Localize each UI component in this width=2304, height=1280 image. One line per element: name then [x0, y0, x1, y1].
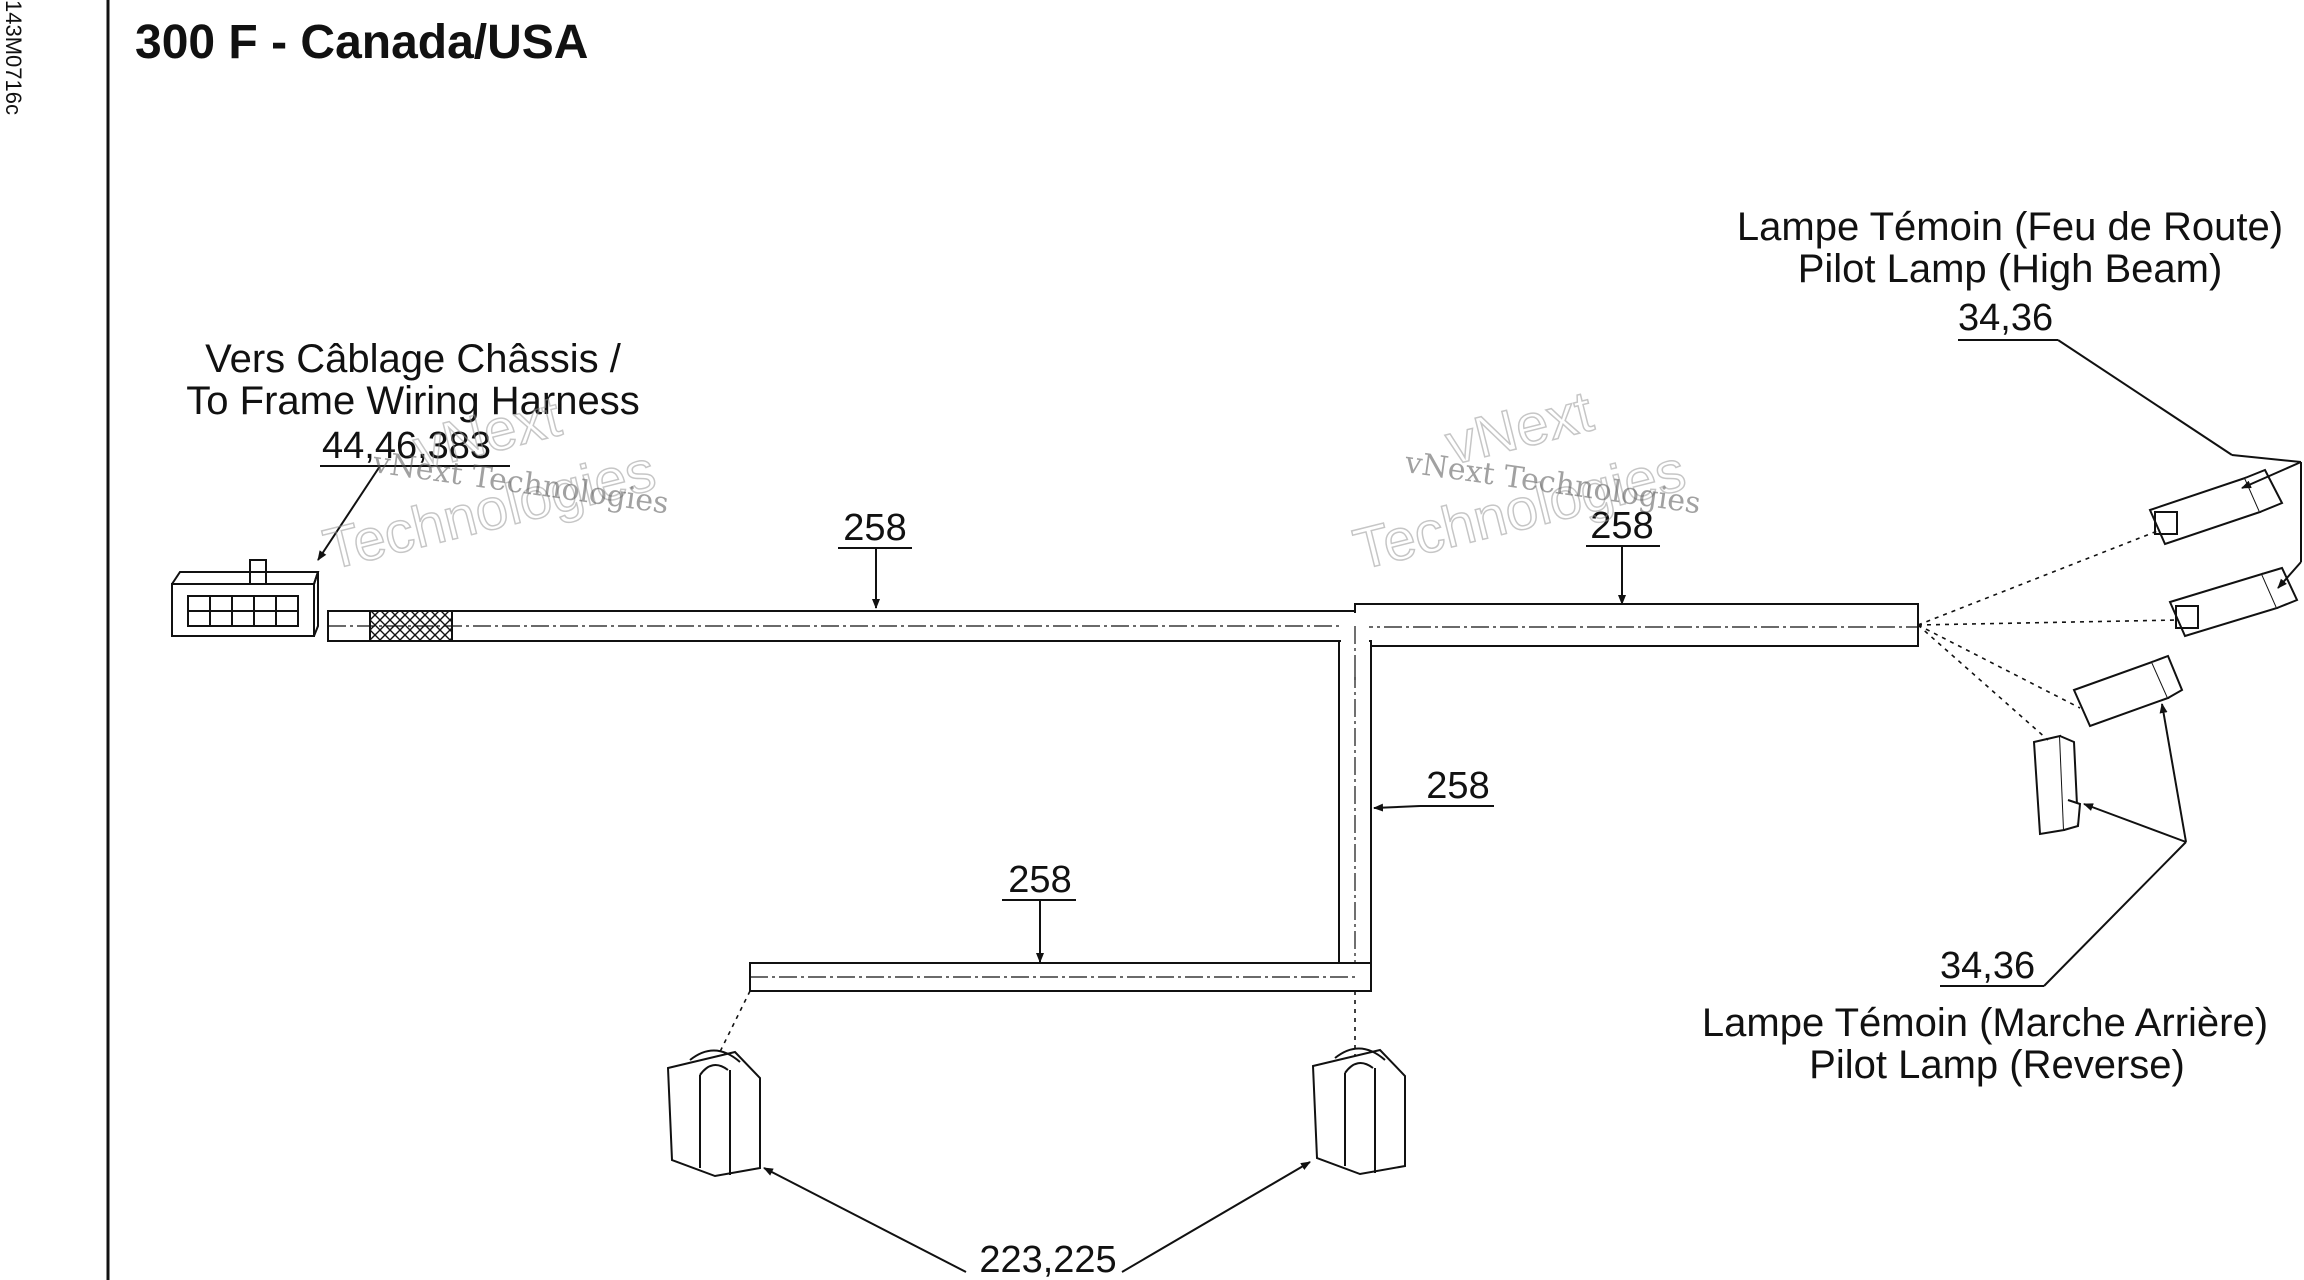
frame-harness-refs: 44,46,383 — [322, 425, 491, 467]
callout-reverse: 34,36 Lampe Témoin (Marche Arrière) Pilo… — [1702, 703, 2268, 1087]
page-title: 300 F - Canada/USA — [135, 16, 588, 69]
wire-ref-lower: 258 — [1002, 859, 1076, 963]
high-beam-label-en: Pilot Lamp (High Beam) — [1798, 247, 2223, 291]
callout-bottom-connectors: 223,225 — [763, 1161, 1311, 1280]
callout-high-beam: Lampe Témoin (Feu de Route) Pilot Lamp (… — [1737, 205, 2302, 589]
high-beam-connector-2 — [2168, 566, 2299, 638]
bottom-connectors-refs: 223,225 — [979, 1239, 1116, 1280]
wire-ref-main-right: 258 — [1586, 505, 1660, 605]
frame-harness-label-fr: Vers Câblage Châssis / — [205, 337, 622, 381]
high-beam-refs: 34,36 — [1958, 297, 2053, 339]
high-beam-connector-1 — [2148, 468, 2284, 546]
reverse-label-fr: Lampe Témoin (Marche Arrière) — [1702, 1001, 2268, 1045]
braided-sleeve — [369, 610, 453, 642]
svg-text:258: 258 — [843, 507, 906, 549]
callout-frame-harness: Vers Câblage Châssis / To Frame Wiring H… — [186, 337, 640, 561]
bottom-connector-left — [666, 1049, 761, 1178]
reverse-label-en: Pilot Lamp (Reverse) — [1809, 1043, 2185, 1087]
wire-ref-main-left: 258 — [838, 507, 912, 609]
wire-ref-vertical: 258 — [1373, 765, 1494, 812]
high-beam-label-fr: Lampe Témoin (Feu de Route) — [1737, 205, 2283, 249]
reverse-connector-2 — [2032, 734, 2082, 836]
reverse-refs: 34,36 — [1940, 945, 2035, 987]
svg-text:258: 258 — [1008, 859, 1071, 901]
svg-text:258: 258 — [1426, 765, 1489, 807]
frame-harness-connector — [171, 559, 320, 637]
watermark-right: vNext Technologies vNext Technologies — [1347, 378, 1703, 583]
reverse-connector-1 — [2072, 654, 2184, 728]
svg-text:258: 258 — [1590, 505, 1653, 547]
frame-harness-label-en: To Frame Wiring Harness — [186, 379, 639, 423]
main-harness — [327, 603, 1919, 992]
side-code: 143M0716c — [1, 0, 26, 115]
bottom-connector-right — [1311, 1047, 1406, 1176]
right-trunk-wire — [1354, 603, 1919, 647]
